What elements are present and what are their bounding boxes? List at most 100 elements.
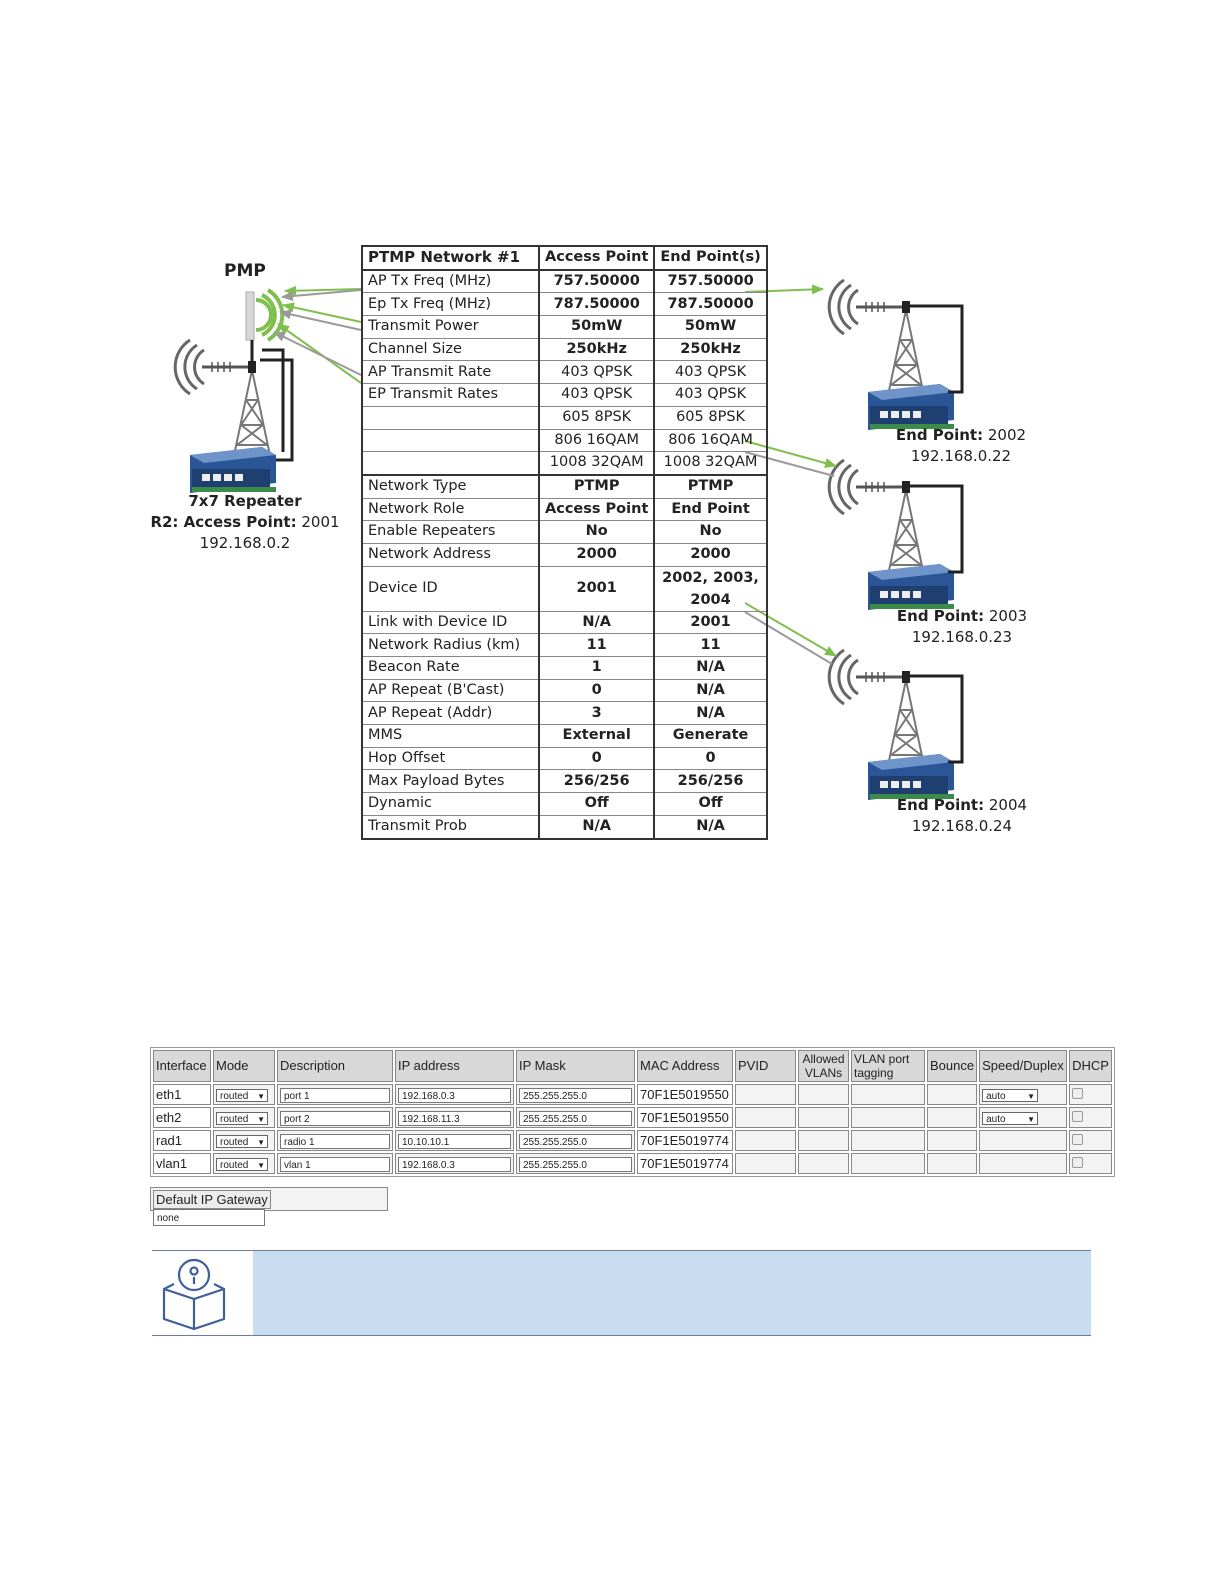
- interface-name: eth1: [153, 1084, 211, 1105]
- ip-address-input[interactable]: 10.10.10.1: [398, 1133, 511, 1149]
- speed-duplex-cell: auto▼: [979, 1084, 1068, 1105]
- interface-name-text: eth1: [156, 1087, 182, 1102]
- col-ip-mask: IP Mask: [516, 1050, 635, 1082]
- ptmp-ep-value: N/A: [653, 814, 768, 840]
- ptmp-ep-value: 757.50000: [653, 269, 768, 294]
- ip-mask-input[interactable]: 255.255.255.0: [519, 1133, 632, 1149]
- interface-body: eth1 routed▼ port 1 192.168.0.3 255.255.255.…: [153, 1084, 1112, 1174]
- endpoint-device-2004: [868, 754, 954, 800]
- ptmp-param-cell: Network Role: [361, 497, 540, 522]
- dhcp-cell: [1069, 1130, 1112, 1151]
- ip-mask-cell: 255.255.255.0: [516, 1130, 635, 1151]
- ip-mask-input[interactable]: 255.255.255.0: [519, 1087, 632, 1103]
- dhcp-cell: [1069, 1153, 1112, 1174]
- ptmp-param-cell: [361, 451, 540, 476]
- dhcp-checkbox[interactable]: [1072, 1111, 1084, 1122]
- note-icon-cell: [152, 1251, 253, 1335]
- default-gateway-row: Default IP Gateway none: [150, 1187, 388, 1226]
- ptmp-param-cell: Max Payload Bytes: [361, 769, 540, 794]
- description-input[interactable]: port 2: [280, 1110, 390, 1126]
- ptmp-ap-value: 0: [537, 746, 655, 771]
- ptmp-ap-value: External: [537, 724, 655, 748]
- description-input[interactable]: radio 1: [280, 1133, 390, 1149]
- default-gateway-input[interactable]: none: [153, 1209, 265, 1226]
- endpoint-tower-2003: [827, 458, 928, 587]
- ip-address-input[interactable]: 192.168.0.3: [398, 1156, 511, 1172]
- ptmp-param-cell: Network Radius (km): [361, 633, 540, 657]
- book-info-icon: [162, 1258, 226, 1331]
- ptmp-param-cell: Network Address: [361, 542, 540, 567]
- speed-duplex-select[interactable]: auto▼: [982, 1112, 1039, 1125]
- speed-duplex-cell: [979, 1130, 1068, 1151]
- default-gateway-label: Default IP Gateway: [153, 1190, 271, 1209]
- col-description: Description: [277, 1050, 393, 1082]
- allowed-vlans-cell: [798, 1107, 849, 1128]
- description-input[interactable]: port 1: [280, 1087, 390, 1103]
- ptmp-ap-value: 250kHz: [537, 337, 655, 362]
- ip-address-input[interactable]: 192.168.0.3: [398, 1087, 511, 1103]
- note-body: [253, 1251, 1091, 1335]
- dhcp-checkbox[interactable]: [1072, 1088, 1084, 1099]
- description-input[interactable]: vlan 1: [280, 1156, 390, 1172]
- mode-select[interactable]: routed▼: [216, 1158, 268, 1171]
- interface-name: vlan1: [153, 1153, 211, 1174]
- ip-address-cell: 192.168.0.3: [395, 1153, 514, 1174]
- ptmp-ap-value: 256/256: [537, 769, 655, 794]
- mode-select[interactable]: routed▼: [216, 1135, 268, 1148]
- ptmp-ep-value: 0: [653, 746, 768, 771]
- ptmp-ap-value: Access Point: [537, 497, 655, 522]
- ptmp-ep-value: 1008 32QAM: [653, 451, 768, 476]
- ptmp-param-cell: AP Transmit Rate: [361, 360, 540, 385]
- ptmp-param-cell: MMS: [361, 724, 540, 748]
- ip-address-input[interactable]: 192.168.11.3: [398, 1110, 511, 1126]
- interface-row: eth1 routed▼ port 1 192.168.0.3 255.255.255.…: [153, 1084, 1112, 1105]
- endpoint-label-2002: End Point: 2002 192.168.0.22: [895, 426, 1027, 465]
- interface-name: rad1: [153, 1130, 211, 1151]
- ip-mask-input[interactable]: 255.255.255.0: [519, 1156, 632, 1172]
- ptmp-header-row: PTMP Network #1 Access Point End Point(s…: [361, 245, 768, 271]
- speed-duplex-select[interactable]: auto▼: [982, 1089, 1039, 1102]
- ptmp-ep-value: 11: [653, 633, 768, 657]
- mac-address-cell: 70F1E5019774: [637, 1130, 733, 1151]
- ip-mask-input[interactable]: 255.255.255.0: [519, 1110, 632, 1126]
- col-dhcp: DHCP: [1069, 1050, 1112, 1082]
- ptmp-param-cell: [361, 405, 540, 430]
- ptmp-param-cell: [361, 428, 540, 453]
- mac-address-cell: 70F1E5019550: [637, 1084, 733, 1105]
- endpoint-tower-2004: [827, 648, 928, 777]
- dhcp-checkbox[interactable]: [1072, 1134, 1084, 1145]
- interface-name-text: rad1: [156, 1133, 183, 1148]
- speed-duplex-cell: auto▼: [979, 1107, 1068, 1128]
- dhcp-checkbox[interactable]: [1072, 1157, 1084, 1168]
- bounce-cell: [927, 1153, 978, 1174]
- ptmp-ap-value: 757.50000: [537, 269, 655, 294]
- ptmp-ep-value: Generate: [653, 724, 768, 748]
- ptmp-ap-value: 403 QPSK: [537, 360, 655, 385]
- ptmp-ap-value: 0: [537, 678, 655, 703]
- ptmp-param-cell: Network Type: [361, 473, 540, 499]
- ptmp-ep-value: 50mW: [653, 315, 768, 339]
- interface-header-row: Interface Mode Description IP address IP…: [153, 1050, 1112, 1082]
- arrows-to-pmp: [273, 285, 362, 384]
- ip-mask-cell: 255.255.255.0: [516, 1107, 635, 1128]
- ptmp-ap-value: No: [537, 520, 655, 544]
- mode-select[interactable]: routed▼: [216, 1112, 268, 1125]
- ip-address-cell: 192.168.0.3: [395, 1084, 514, 1105]
- ptmp-param-cell: AP Tx Freq (MHz): [361, 269, 540, 294]
- mode-select[interactable]: routed▼: [216, 1089, 268, 1102]
- description-cell: port 2: [277, 1107, 393, 1128]
- ptmp-ep-value: 2001: [653, 610, 768, 635]
- description-cell: vlan 1: [277, 1153, 393, 1174]
